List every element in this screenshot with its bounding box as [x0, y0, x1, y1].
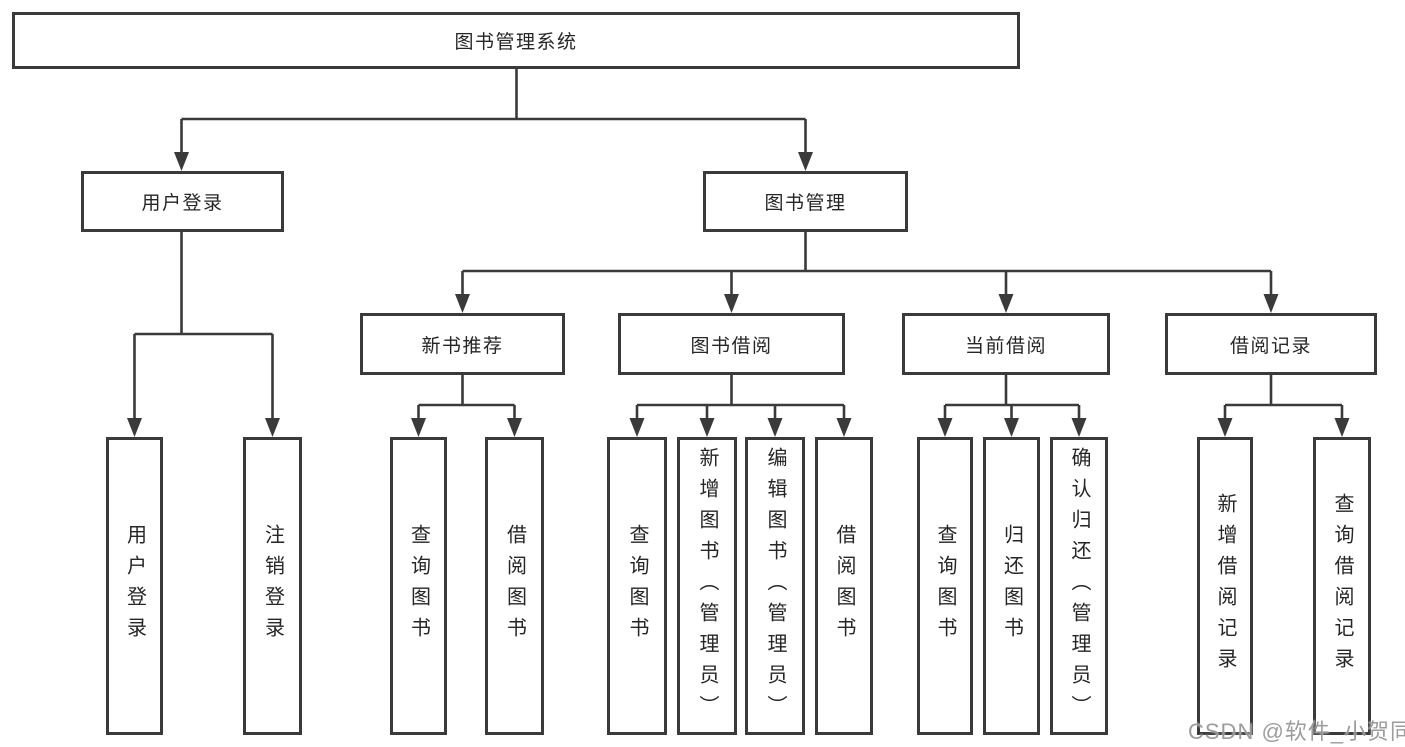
node-label: 新增图书（管理员） — [696, 446, 718, 726]
arrow-down-icon — [455, 294, 470, 313]
node-label: 借阅图书 — [503, 524, 526, 648]
node-label: 当前借阅 — [964, 335, 1047, 357]
arrow-down-icon — [1263, 294, 1279, 313]
node-label: 查询图书 — [626, 524, 648, 648]
arrow-down-icon — [127, 418, 142, 437]
node-book-management: 图书管理 — [703, 171, 908, 232]
node-query-books-current: 查询图书 — [917, 437, 973, 735]
node-library-system: 图书管理系统 — [12, 12, 1020, 69]
arrow-down-icon — [629, 418, 645, 437]
node-logout: 注销登录 — [243, 437, 302, 735]
arrow-down-icon — [724, 294, 739, 313]
node-label: 编辑图书（管理员） — [764, 446, 786, 726]
arrow-down-icon — [767, 418, 783, 437]
node-label: 归还图书 — [1000, 524, 1023, 648]
node-label: 注销登录 — [261, 524, 284, 648]
node-label: 图书管理系统 — [454, 32, 578, 53]
node-label: 新增借阅记录 — [1214, 493, 1236, 679]
node-label: 图书借阅 — [690, 335, 773, 357]
node-label: 确认归还（管理员） — [1068, 446, 1090, 726]
arrow-down-icon — [836, 418, 852, 437]
node-edit-books-admin: 编辑图书（管理员） — [745, 437, 805, 735]
arrow-down-icon — [937, 418, 953, 437]
node-label: 用户登录 — [141, 193, 224, 214]
arrow-down-icon — [411, 418, 426, 437]
node-query-books-borrowing: 查询图书 — [607, 437, 667, 735]
arrow-down-icon — [1334, 418, 1350, 437]
node-borrowing-records: 借阅记录 — [1165, 313, 1377, 375]
node-confirm-return-admin: 确认归还（管理员） — [1050, 437, 1108, 735]
csdn-watermark: CSDN @软件_小贺同学 — [1188, 719, 1405, 744]
node-label: 借阅记录 — [1229, 335, 1312, 357]
node-return-books: 归还图书 — [983, 437, 1040, 735]
node-query-books-recommend: 查询图书 — [390, 437, 447, 735]
node-label: 查询借阅记录 — [1331, 493, 1353, 679]
node-label: 查询图书 — [934, 524, 956, 648]
arrow-down-icon — [507, 418, 522, 437]
node-label: 图书管理 — [764, 193, 847, 214]
node-label: 查询图书 — [407, 524, 430, 648]
arrow-down-icon — [1217, 418, 1233, 437]
node-query-borrow-record: 查询借阅记录 — [1313, 437, 1371, 735]
arrowhead-icons — [127, 152, 1350, 437]
arrow-down-icon — [998, 294, 1014, 313]
node-borrow-books-recommend: 借阅图书 — [485, 437, 544, 735]
arrow-down-icon — [1004, 418, 1019, 437]
arrow-down-icon — [1071, 418, 1087, 437]
arrow-down-icon — [798, 152, 813, 171]
node-add-borrow-record: 新增借阅记录 — [1197, 437, 1253, 735]
node-user-login-leaf: 用户登录 — [106, 437, 163, 735]
arrow-down-icon — [174, 152, 189, 171]
node-label: 用户登录 — [123, 524, 146, 648]
node-book-borrowing: 图书借阅 — [618, 313, 845, 375]
node-new-book-recommend: 新书推荐 — [360, 313, 565, 375]
arrow-down-icon — [699, 418, 715, 437]
node-user-login: 用户登录 — [81, 171, 284, 232]
node-borrow-books-borrowing: 借阅图书 — [815, 437, 873, 735]
node-current-borrowing: 当前借阅 — [902, 313, 1110, 375]
node-label: 新书推荐 — [421, 335, 504, 357]
arrow-down-icon — [265, 418, 280, 437]
node-add-books-admin: 新增图书（管理员） — [677, 437, 737, 735]
node-label: 借阅图书 — [833, 524, 855, 648]
